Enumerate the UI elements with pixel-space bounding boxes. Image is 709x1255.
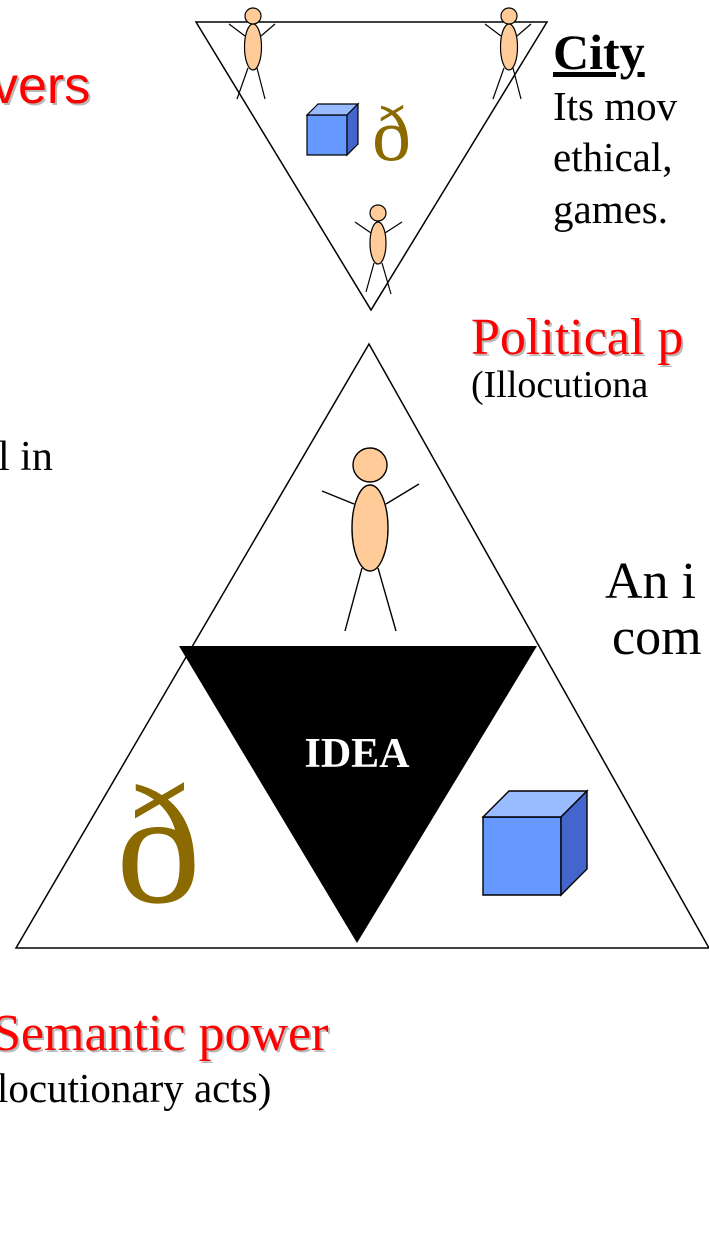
city-title: City xyxy=(553,24,645,80)
city-person-bottom-icon xyxy=(354,204,403,295)
city-cube-icon xyxy=(305,102,360,157)
main-person-icon xyxy=(321,447,420,632)
political-power-title: Political p xyxy=(471,309,684,366)
city-text-line-3: games. xyxy=(553,186,668,232)
city-text-line-2: ethical, xyxy=(553,134,673,180)
city-person-left-icon xyxy=(228,7,276,100)
main-cube-icon xyxy=(481,789,589,897)
right-text-line-1: An i xyxy=(605,553,696,610)
powers-heading-fragment: vers xyxy=(0,57,91,115)
city-triangle xyxy=(194,21,549,312)
right-text-line-2: com xyxy=(612,609,702,666)
semantic-power-title: Semantic power xyxy=(0,1005,329,1062)
main-eth-icon: ð xyxy=(116,751,201,939)
city-text-line-1: Its mov xyxy=(553,83,678,129)
left-text-fragment: l in xyxy=(0,434,53,480)
idea-triangle xyxy=(179,646,537,943)
city-eth-icon: ð xyxy=(372,90,411,177)
city-person-right-icon xyxy=(484,7,532,100)
political-power-subtitle: (Illocutiona xyxy=(471,364,649,406)
semantic-power-subtitle: locutionary acts) xyxy=(0,1065,272,1111)
idea-label: IDEA xyxy=(304,731,410,777)
